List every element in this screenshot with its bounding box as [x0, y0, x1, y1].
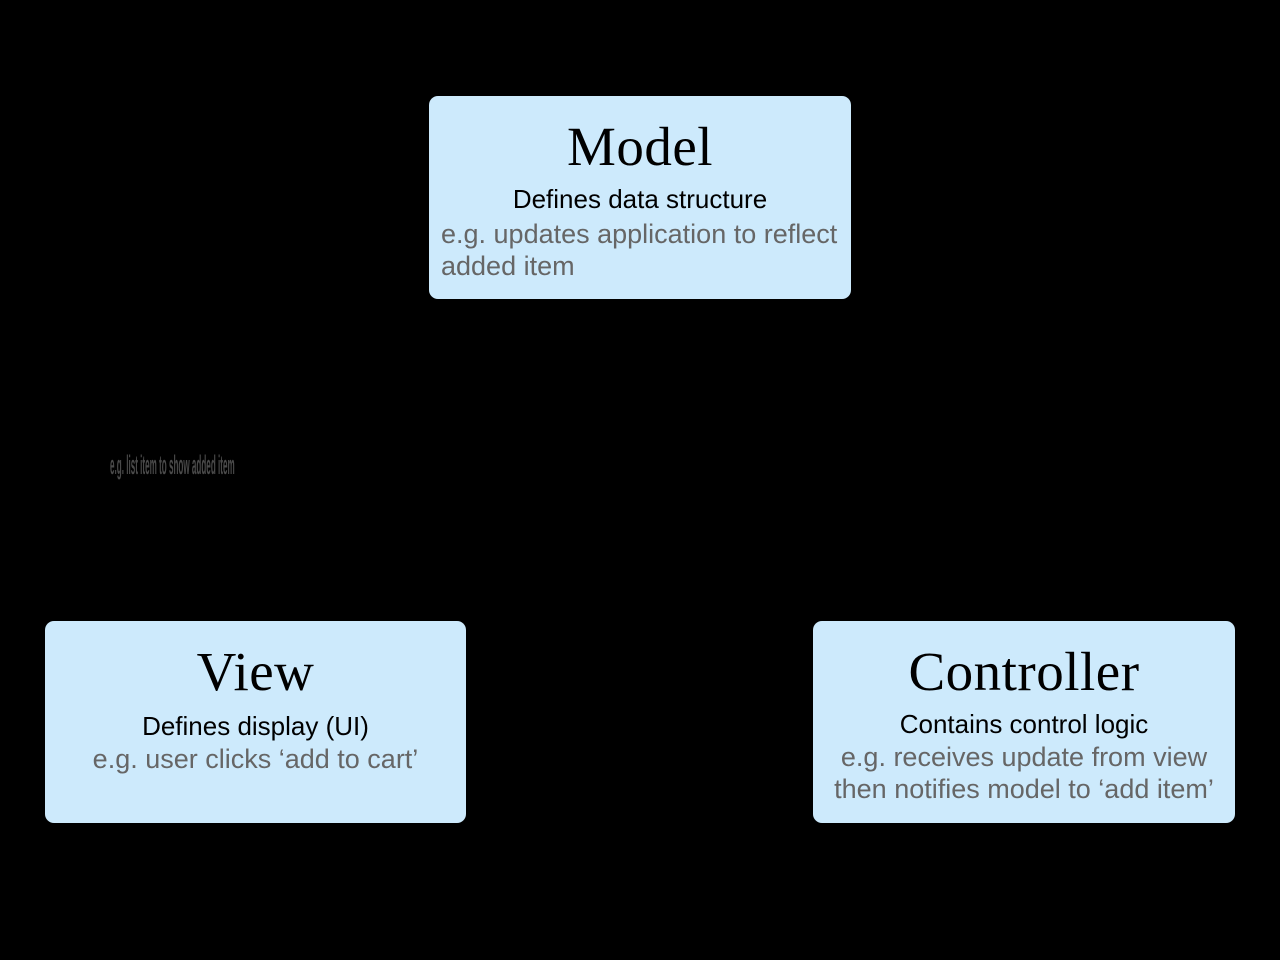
edge-label-view-update: e.g. list item to show added item	[110, 450, 235, 480]
node-controller[interactable]: Controller Contains control logic e.g. r…	[813, 621, 1235, 823]
node-model-title: Model	[566, 116, 714, 177]
node-model[interactable]: Model Defines data structure e.g. update…	[429, 96, 851, 299]
node-controller-example: e.g. receives update from view then noti…	[834, 742, 1214, 804]
node-model-subtitle: Defines data structure	[512, 184, 768, 214]
node-controller-title: Controller	[908, 641, 1140, 702]
node-view[interactable]: View Defines display (UI) e.g. user clic…	[45, 621, 466, 823]
node-view-subtitle: Defines display (UI)	[142, 711, 369, 741]
node-controller-subtitle: Contains control logic	[899, 709, 1149, 739]
node-view-title: View	[196, 641, 315, 702]
node-model-example: e.g. updates application to reflect adde…	[441, 219, 838, 281]
node-view-example: e.g. user clicks ‘add to cart’	[92, 744, 419, 775]
